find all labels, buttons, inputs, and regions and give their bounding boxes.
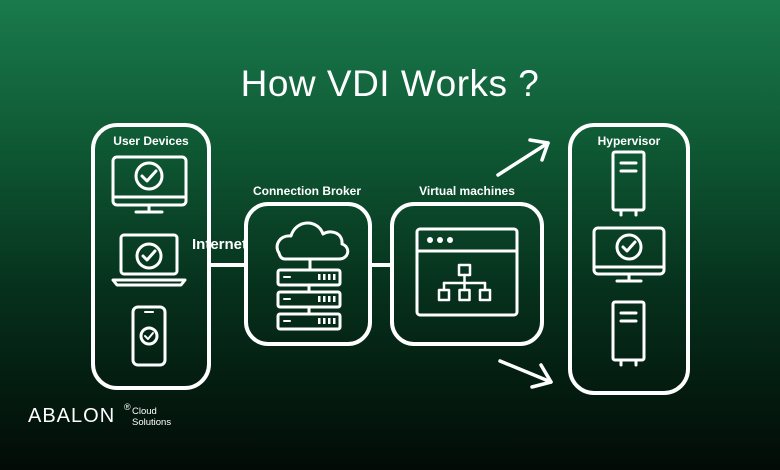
server-rack-icon [276,257,342,331]
monitor-check-icon [111,155,188,214]
virtual-machines-label: Virtual machines [419,184,515,198]
monitor-check-icon [592,226,666,283]
browser-window-icon [415,227,519,317]
cloud-icon [275,221,350,261]
diagram-title: How VDI Works ? [240,63,540,104]
phone-check-icon [131,305,167,367]
network-tree-icon [437,263,492,302]
laptop-check-icon [111,233,187,287]
arrow-icon [498,359,553,389]
hypervisor-box [568,123,690,395]
logo-sub-line1: Cloud [132,406,157,417]
logo-sub-line2: Solutions [132,417,172,428]
internet-label: Internet [192,236,248,253]
virtual-machines-box [390,202,544,346]
user-devices-box [91,123,211,390]
connection-broker-box [244,202,372,346]
hypervisor-label: Hypervisor [597,134,661,148]
tower-server-icon [611,150,646,217]
tower-server-icon [611,300,646,367]
user-devices-label: User Devices [113,134,189,148]
logo-name: ABALON [28,405,116,427]
arrow-icon [496,138,550,177]
logo-registered-mark: ® [124,402,131,412]
connection-broker-label: Connection Broker [252,184,361,198]
logo-subtitle: Cloud Solutions [132,406,171,428]
